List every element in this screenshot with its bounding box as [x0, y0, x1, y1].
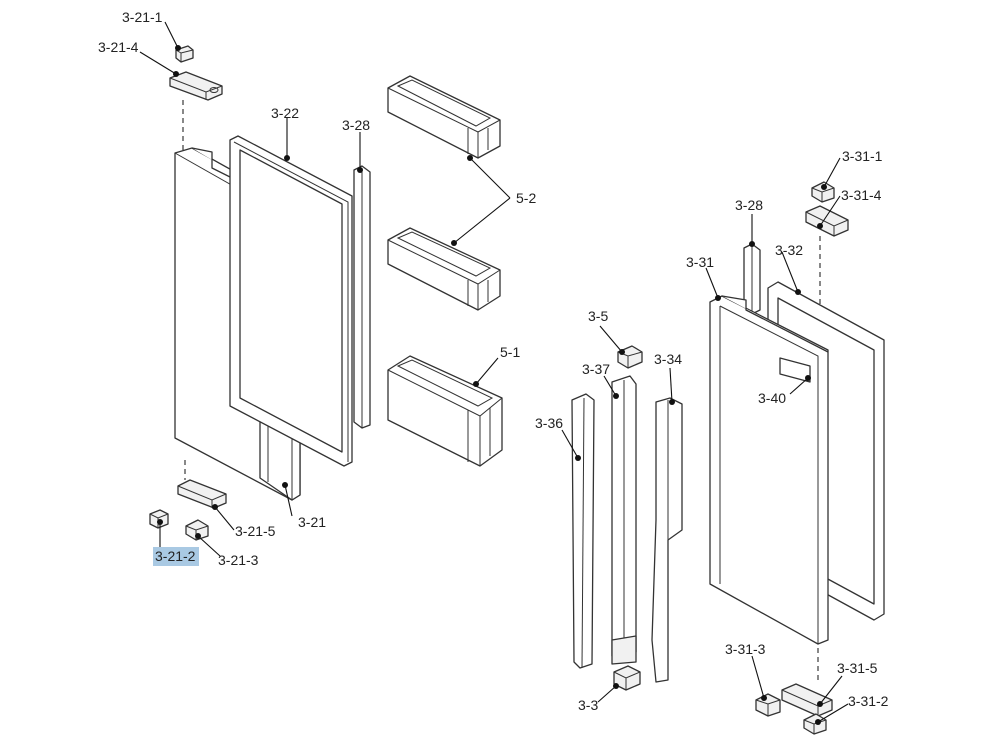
label-3-28-left: 3-28 — [342, 117, 370, 133]
label-3-22: 3-22 — [271, 105, 299, 121]
label-3-28-right: 3-28 — [735, 197, 763, 213]
part-3-34 — [651, 397, 683, 683]
label-3-31-5: 3-31-5 — [837, 660, 878, 676]
part-3-28-strip-left — [353, 165, 371, 429]
part-3-21-2 — [149, 509, 169, 529]
part-5-2-bin-top — [387, 75, 501, 159]
label-3-3: 3-3 — [578, 697, 598, 713]
part-3-36 — [571, 393, 595, 669]
label-3-31: 3-31 — [686, 254, 714, 270]
label-3-5: 3-5 — [588, 308, 608, 324]
label-3-34: 3-34 — [654, 351, 682, 367]
label-3-21-2: 3-21-2 — [155, 548, 196, 564]
label-3-21-3: 3-21-3 — [218, 552, 259, 568]
part-3-31-5 — [781, 683, 833, 717]
label-3-31-4: 3-31-4 — [841, 187, 882, 203]
part-3-31-door — [709, 295, 829, 645]
label-3-21-1: 3-21-1 — [122, 9, 163, 25]
label-highlight — [153, 547, 199, 566]
part-3-21-4 — [169, 71, 223, 101]
part-5-1-bin-bottom — [387, 355, 503, 467]
label-5-2: 5-2 — [516, 190, 536, 206]
label-3-40: 3-40 — [758, 390, 786, 406]
label-3-21-4: 3-21-4 — [98, 39, 139, 55]
label-3-36: 3-36 — [535, 415, 563, 431]
part-3-21-1 — [175, 45, 194, 63]
part-3-31-4 — [805, 205, 849, 237]
part-3-31-1 — [811, 181, 835, 203]
label-3-31-2: 3-31-2 — [848, 693, 889, 709]
part-3-31-3 — [755, 693, 781, 717]
label-5-1: 5-1 — [500, 344, 520, 360]
part-3-21-3 — [185, 519, 209, 541]
part-3-22-gasket — [229, 135, 353, 467]
label-3-31-1: 3-31-1 — [842, 148, 883, 164]
part-3-31-2 — [803, 713, 827, 735]
label-3-21: 3-21 — [298, 514, 326, 530]
part-3-21-5 — [177, 479, 227, 509]
part-labels: 3-21-1 3-21-4 3-22 3-28 5-2 5-1 3-21 3-2… — [98, 9, 889, 713]
leader-lines — [139, 21, 849, 725]
part-5-2-bin-middle — [387, 227, 501, 311]
label-3-32: 3-32 — [775, 242, 803, 258]
label-3-21-5: 3-21-5 — [235, 523, 276, 539]
part-3-37 — [611, 375, 637, 665]
label-3-31-3: 3-31-3 — [725, 641, 766, 657]
label-3-37: 3-37 — [582, 361, 610, 377]
